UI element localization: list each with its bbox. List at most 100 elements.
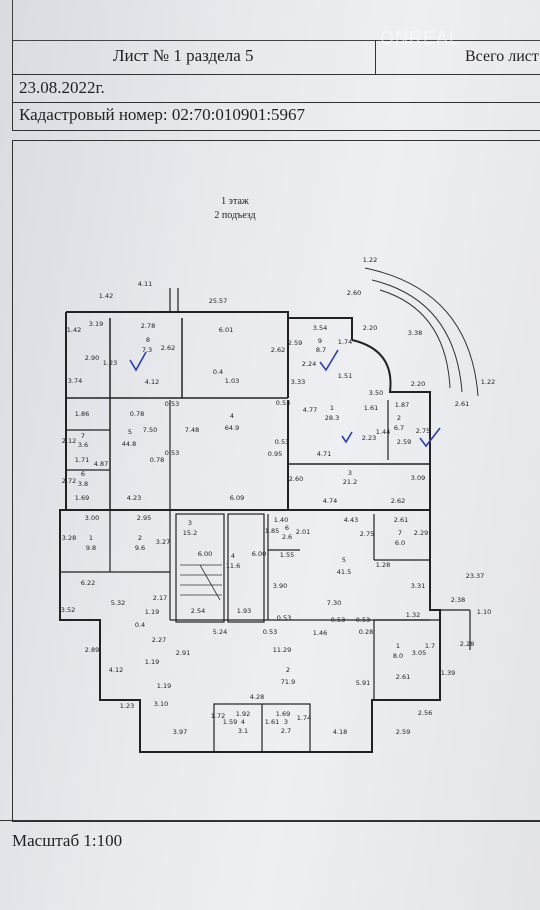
dimension-label: 2.20	[363, 324, 377, 332]
dimension-label: 2.27	[152, 636, 166, 644]
dimension-label: 2	[286, 666, 290, 674]
dimension-label: 0.53	[165, 449, 179, 457]
dimension-label: 3	[348, 469, 352, 477]
dimension-label: 15.2	[183, 529, 197, 537]
dimension-label: 7.30	[327, 599, 341, 607]
total-sheets-label: Всего лист	[465, 48, 539, 65]
dimension-label: 2.91	[176, 649, 190, 657]
plan-walls	[59, 288, 471, 753]
dimension-label: 5	[128, 428, 132, 436]
dimension-label: 0.53	[165, 400, 179, 408]
dimension-label: 44.8	[122, 440, 136, 448]
dimension-label: 2.61	[396, 673, 410, 681]
dimension-label: 4.77	[303, 406, 317, 414]
dimension-label: 0.53	[277, 614, 291, 622]
dimension-label: 1.23	[120, 702, 134, 710]
dimension-label: 1.61	[265, 718, 279, 726]
dimension-label: 0.78	[150, 456, 164, 464]
dimension-label: 2.59	[396, 728, 410, 736]
dimension-label: 4	[241, 718, 245, 726]
dimension-label: 1.69	[75, 494, 89, 502]
dimension-label: 7.50	[143, 426, 157, 434]
dimension-label: 4.23	[127, 494, 141, 502]
dimension-label: 1.55	[280, 551, 294, 559]
sheet-title: Лист № 1 раздела 5	[113, 46, 254, 65]
entrance-label: 2 подъезд	[214, 210, 256, 221]
dimension-label: 6.7	[394, 424, 404, 432]
dimension-label: 2.59	[288, 339, 302, 347]
dimension-label: 6.01	[219, 326, 233, 334]
dimension-label: 6.09	[230, 494, 244, 502]
dimension-label: 5	[342, 556, 346, 564]
dimension-label: 4.71	[317, 450, 331, 458]
dimension-label: 1.32	[406, 611, 420, 619]
dimension-label: 8.7	[316, 346, 326, 354]
dimension-label: 41.5	[337, 568, 351, 576]
dimension-label: 9.8	[86, 544, 96, 552]
dimension-label: 4	[231, 552, 235, 560]
dimension-label: 4.74	[323, 497, 337, 505]
dimension-label: 3.33	[291, 378, 305, 386]
dimension-label: 0.53	[275, 438, 289, 446]
dimension-label: 1	[330, 404, 334, 412]
dimension-label: 2.28	[460, 640, 474, 648]
dimension-label: 3.54	[313, 324, 327, 332]
dimension-label: 1.74	[297, 714, 311, 722]
dimension-label: 11.29	[273, 646, 292, 654]
dimension-label: 1	[396, 642, 400, 650]
dimension-label: 4.12	[145, 378, 159, 386]
dimension-label: 2.12	[62, 437, 76, 445]
dimension-label: 3.27	[156, 538, 170, 546]
date-row: 23.08.2022г.	[12, 74, 540, 103]
dimension-label: 6.00	[198, 550, 212, 558]
dimension-label: 1.22	[481, 378, 495, 386]
dimension-label: 1.87	[395, 401, 409, 409]
dimension-label: 6.0	[395, 539, 405, 547]
dimension-label: 25.57	[209, 297, 228, 305]
dimension-label: 6.00	[252, 550, 266, 558]
dimension-label: 9.6	[135, 544, 145, 552]
dimension-label: 1	[89, 534, 93, 542]
dimension-label: 1.86	[75, 410, 89, 418]
dimension-label: 2.7	[281, 727, 291, 735]
dimension-label: 2.61	[455, 400, 469, 408]
document-date: 23.08.2022г.	[19, 78, 105, 97]
dimension-label: 3.28	[62, 534, 76, 542]
dimension-label: 2.78	[141, 322, 155, 330]
dimension-label: 23.37	[466, 572, 485, 580]
dimension-label: 3.09	[411, 474, 425, 482]
dimension-label: 2.60	[347, 289, 361, 297]
dimension-label: 1.51	[338, 372, 352, 380]
sheet-header-row: Лист № 1 раздела 5 Всего лист	[12, 40, 540, 75]
dimension-label: 0.95	[268, 450, 282, 458]
dimension-label: 0.4	[135, 621, 145, 629]
dimension-label: 6.22	[81, 579, 95, 587]
dimension-label: 1.28	[376, 561, 390, 569]
dimension-label: 1.93	[237, 607, 251, 615]
dimension-label: 7.3	[142, 346, 152, 354]
scale-label: Масштаб 1:100	[12, 831, 123, 850]
dimension-label: 1.42	[99, 292, 113, 300]
dimension-label: 4.18	[333, 728, 347, 736]
dimension-label: 1.39	[441, 669, 455, 677]
dimension-label: 1.85	[265, 527, 279, 535]
dimension-label: 3.74	[68, 377, 82, 385]
dimension-label: 1.74	[338, 338, 352, 346]
dimension-label: 5.91	[356, 679, 370, 687]
floor-caption: 1 этаж 2 подъезд	[0, 195, 470, 223]
dimension-label: 0.53	[276, 399, 290, 407]
dimension-label: 1.44	[376, 428, 390, 436]
dimension-label: 2.38	[451, 596, 465, 604]
watermark-text: ONREAL	[380, 28, 461, 48]
plan-frame	[12, 140, 540, 822]
dimension-label: 1.19	[145, 658, 159, 666]
dimension-label: 0.53	[263, 628, 277, 636]
dimension-label: 3	[188, 519, 192, 527]
dimension-label: 9	[318, 337, 322, 345]
dimension-label: 3.90	[273, 582, 287, 590]
dimension-label: 2.54	[191, 607, 205, 615]
dimension-label: 1.03	[225, 377, 239, 385]
cadastral-number: Кадастровый номер: 02:70:010901:5967	[19, 105, 306, 124]
